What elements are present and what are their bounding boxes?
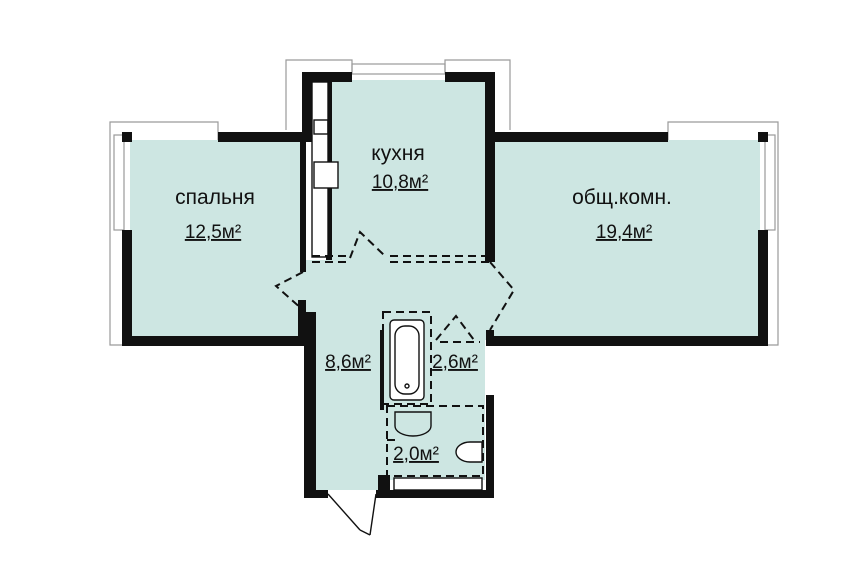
door-swing <box>274 271 304 311</box>
living-floor <box>490 140 760 340</box>
living-window-frame <box>764 134 776 231</box>
wall <box>122 230 132 346</box>
bathroom-fixtures <box>389 319 483 491</box>
kitchen-area: 10,8м² <box>372 172 428 193</box>
entrance-door-leaf <box>369 493 377 536</box>
wall <box>304 490 328 498</box>
kitchen-floor <box>330 80 490 260</box>
entrance-door-leaf <box>327 493 361 531</box>
wall <box>302 72 352 82</box>
toilet-area: 2,0м² <box>393 444 439 465</box>
wall <box>445 72 495 82</box>
door-swing <box>489 261 516 331</box>
door-swing <box>349 230 386 259</box>
wall <box>758 230 768 346</box>
toilet-icon <box>455 441 483 463</box>
bathroom-area: 2,6м² <box>432 352 478 373</box>
toilet-partition <box>386 405 484 477</box>
bathtub-drain <box>404 383 410 389</box>
wc-shelf <box>393 477 483 491</box>
bedroom-window-outline <box>109 121 219 346</box>
entrance-door-leaf <box>359 529 371 536</box>
kitchen-window-frame <box>351 63 446 75</box>
wall <box>122 336 306 346</box>
room-floors <box>130 80 760 490</box>
wall <box>758 132 768 142</box>
bedroom-area: 12,5м² <box>185 222 241 243</box>
wall <box>304 312 316 498</box>
wall <box>486 330 494 346</box>
window-outlines <box>109 59 779 346</box>
bathtub-inner <box>394 325 420 395</box>
wall <box>490 132 668 142</box>
wall <box>486 395 494 498</box>
wall <box>300 132 306 272</box>
bedroom-floor <box>130 140 305 340</box>
bathroom-partition <box>382 311 432 405</box>
wall <box>302 72 312 142</box>
wall <box>485 72 495 262</box>
corridor-floor <box>315 330 390 490</box>
bedroom-window-frame <box>113 134 125 231</box>
toilet-floor <box>380 400 485 480</box>
partitions <box>274 230 516 477</box>
wall <box>218 132 304 142</box>
living-name: общ.комн. <box>572 186 672 209</box>
wall <box>490 336 768 346</box>
entrance-door <box>327 493 377 536</box>
kitchen-name: кухня <box>371 142 424 165</box>
kitchen-furniture <box>311 81 339 258</box>
washbasin-icon <box>394 411 432 437</box>
room-labels: спальня 12,5м² кухня 10,8м² общ.комн. 19… <box>175 142 672 465</box>
living-window-outline <box>667 121 779 346</box>
living-area: 19,4м² <box>596 222 652 243</box>
kitchen-sink-icon <box>313 161 339 189</box>
wall <box>298 300 306 346</box>
bathtub-icon <box>389 319 425 401</box>
hall-area: 8,6м² <box>325 352 371 373</box>
bedroom-name: спальня <box>175 186 255 209</box>
wall <box>378 475 390 495</box>
door-swing <box>435 314 475 341</box>
wall <box>376 490 494 498</box>
wall <box>122 132 132 142</box>
stove-icon <box>313 119 329 135</box>
